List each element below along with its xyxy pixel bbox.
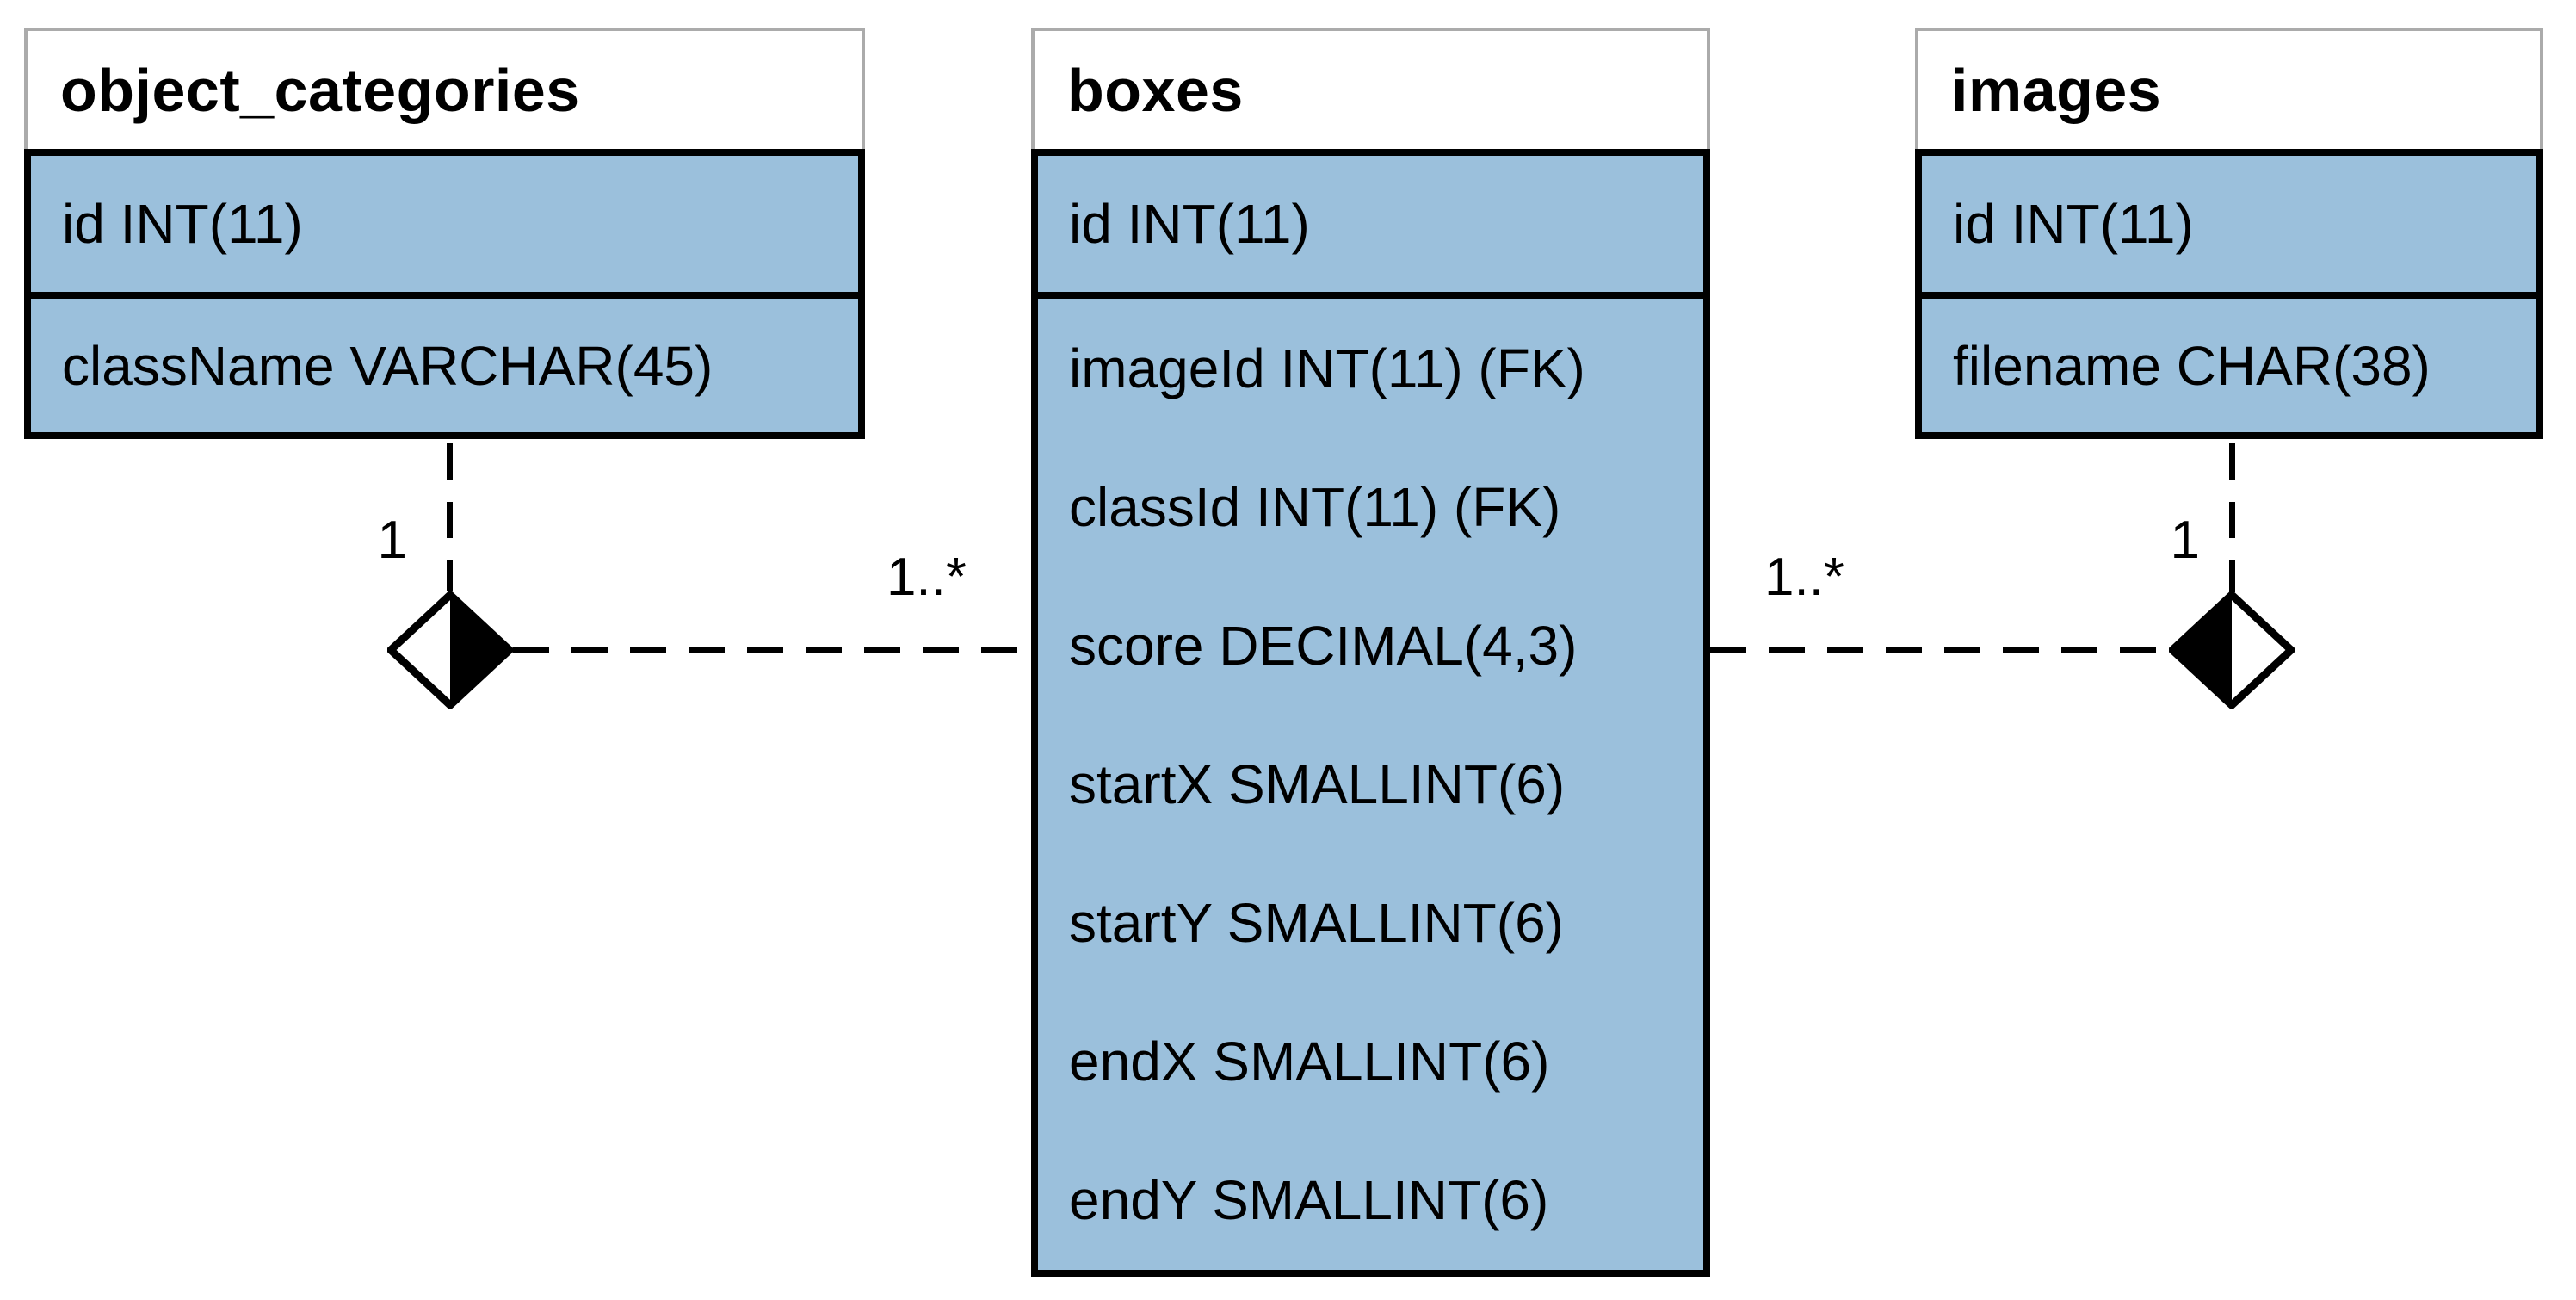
entity-body: id INT(11) filename CHAR(38) [1915, 149, 2543, 439]
field-row: endY SMALLINT(6) [1069, 1169, 1549, 1232]
aggregation-diamond-icon [387, 591, 513, 709]
entity-body: id INT(11) imageId INT(11) (FK) classId … [1031, 149, 1710, 1277]
field-row: filename CHAR(38) [1922, 292, 2536, 432]
entity-body: id INT(11) className VARCHAR(45) [24, 149, 865, 439]
cardinality-label: 1..* [886, 548, 967, 607]
relationship-line-vertical [2229, 443, 2235, 592]
field-row: score DECIMAL(4,3) [1069, 614, 1578, 677]
relationship-line-horizontal [513, 647, 1031, 653]
entity-title: object_categories [60, 56, 580, 124]
field-row: classId INT(11) (FK) [1069, 475, 1561, 538]
cardinality-label: 1 [2170, 511, 2200, 570]
field-row: imageId INT(11) (FK) [1069, 337, 1585, 399]
field-row: startY SMALLINT(6) [1069, 892, 1564, 955]
field-row: endX SMALLINT(6) [1069, 1031, 1550, 1093]
entity-header: boxes [1031, 28, 1710, 149]
entity-boxes: boxes id INT(11) imageId INT(11) (FK) cl… [1031, 28, 1710, 1277]
field-row: id INT(11) [1953, 193, 2194, 255]
field-row: id INT(11) [62, 193, 303, 255]
relationship-line-horizontal [1710, 647, 2177, 653]
aggregation-diamond-icon [2169, 591, 2295, 709]
field-row: startX SMALLINT(6) [1069, 752, 1566, 815]
entity-header: object_categories [24, 28, 865, 149]
entity-title: boxes [1067, 56, 1244, 124]
cardinality-label: 1..* [1764, 548, 1845, 607]
relationship-line-vertical [447, 443, 453, 591]
cardinality-label: 1 [377, 511, 407, 570]
entity-images: images id INT(11) filename CHAR(38) [1915, 28, 2543, 439]
field-row: id INT(11) [1069, 193, 1310, 255]
fields-section: imageId INT(11) (FK) classId INT(11) (FK… [1038, 292, 1703, 1270]
entity-header: images [1915, 28, 2543, 149]
entity-title: images [1951, 56, 2162, 124]
field-row: className VARCHAR(45) [31, 292, 858, 432]
entity-object-categories: object_categories id INT(11) className V… [24, 28, 865, 439]
